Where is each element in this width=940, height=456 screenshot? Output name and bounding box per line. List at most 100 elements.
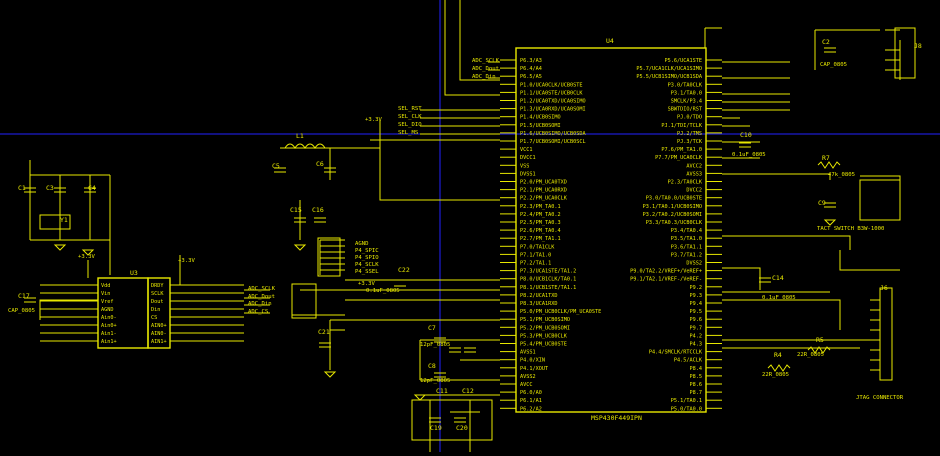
adc-right-pin-label: AIN1+	[151, 339, 167, 345]
wire-path	[860, 175, 901, 220]
wire-path	[722, 299, 841, 330]
conn-agnd: AGND	[355, 241, 369, 247]
mcu-right-pin-label: PJ.2/TMS	[677, 131, 702, 137]
cap-c1-ref: C1	[18, 184, 26, 192]
mcu-u4[interactable]: U4 MSP430F449IPN P6.3/A3P6.4/A4P6.5/A5P1…	[500, 37, 722, 422]
cap-c2-value: CAP_0805	[820, 62, 847, 68]
mcu-right-pin-label: P2.3/TA0CLK	[668, 180, 703, 186]
mcu-left-pin-label: P7.1/TA1.0	[520, 252, 551, 258]
mcu-left-pin-label: P6.0/A0	[520, 390, 542, 396]
capacitor-symbol[interactable]	[294, 217, 306, 223]
adc-left-pin-label: Vdd	[101, 283, 110, 289]
cap-c21-ref: C21	[318, 328, 330, 336]
capacitor-symbol[interactable]	[449, 347, 461, 353]
mcu-left-pin-label: P8.2/UCA1TXD	[520, 293, 557, 299]
connector-jtag[interactable]	[879, 287, 893, 381]
vcc-label-2: +3.3V	[178, 258, 195, 264]
mcu-right-pin-label: P8.4	[690, 366, 703, 372]
mcu-right-pin-label: P9.5	[690, 309, 703, 315]
adc-right-pin-label: DRDY	[151, 283, 164, 289]
capacitor-symbol[interactable]	[454, 417, 466, 423]
capacitor-symbol[interactable]	[824, 202, 836, 208]
capacitor-symbol[interactable]	[824, 47, 836, 53]
wire-path	[39, 299, 98, 320]
mcu-right-pin-label: PJ.0/TDO	[677, 115, 702, 121]
adc-right-body	[147, 277, 171, 349]
capacitor-symbol[interactable]	[429, 417, 441, 423]
cap-c15-ref: C15	[290, 206, 302, 214]
mcu-right-pin-label: P3.0/TA0.0/UCB0STE	[646, 196, 702, 202]
mcu-right-pin-label: PJ.1/TDI/TCLK	[661, 123, 702, 129]
cap-c17-ref: C17	[18, 292, 30, 300]
connector-left[interactable]	[317, 237, 341, 277]
adc-ref: U3	[130, 269, 138, 277]
cap-c16-ref: C16	[312, 206, 324, 214]
adc-left-pin-label: Vref	[101, 299, 114, 305]
wire-path	[379, 120, 500, 201]
r5-value: 22R_0805	[797, 352, 824, 358]
cap-c14-value: 0.1uF_0805	[762, 295, 796, 301]
tact-switch[interactable]	[859, 179, 901, 221]
conn-p4-ssel: P4_SSEL	[355, 269, 379, 275]
wire-path	[722, 235, 851, 250]
capacitor-symbol[interactable]	[54, 187, 66, 193]
mcu-right-pin-label: P9.2	[690, 285, 703, 291]
resistor-symbol[interactable]	[817, 161, 841, 169]
mcu-left-pin-label: P7.3/UCA1STE/TA1.2	[520, 269, 576, 275]
mcu-right-pin-label: SBWTDIO/RST	[668, 107, 702, 113]
cap-c7-ref: C7	[428, 324, 436, 332]
ground-symbol	[323, 371, 337, 378]
resistor-symbol[interactable]	[767, 364, 791, 372]
l1-ref: L1	[296, 132, 304, 140]
capacitor-symbol[interactable]	[274, 167, 286, 173]
r7-value: 47k_0805	[828, 172, 855, 178]
cap-c22-value: 0.1uF_0805	[366, 288, 400, 294]
cap-c8-value: 12pF_0805	[420, 378, 450, 384]
mcu-right-pin-label: P8.7	[690, 390, 703, 396]
adc-right-pin-label: AIN0+	[151, 323, 167, 329]
connector-power[interactable]	[291, 283, 317, 319]
inductor-l1[interactable]	[284, 143, 326, 149]
capacitor-symbol[interactable]	[324, 167, 336, 173]
capacitor-symbol[interactable]	[434, 337, 446, 343]
cap-c7-value: 12pF_0805	[420, 342, 450, 348]
mcu-left-pin-label: DVSS1	[520, 171, 536, 177]
capacitor-symbol[interactable]	[314, 217, 326, 223]
mcu-left-pins: P6.3/A3P6.4/A4P6.5/A5P1.0/UCA0CLK/UCB0ST…	[500, 58, 601, 412]
capacitor-symbol[interactable]	[739, 142, 751, 148]
power-block[interactable]	[411, 399, 493, 441]
mcu-left-pin-label: AVCC	[520, 382, 533, 388]
connector-j8[interactable]	[894, 27, 916, 79]
mcu-left-pin-label: AVSS2	[520, 374, 536, 380]
adc-net-sclk: ADC_SCLK	[248, 286, 276, 292]
capacitor-symbol[interactable]	[24, 187, 36, 193]
resistor-symbol[interactable]	[807, 346, 831, 354]
mcu-left-pin-label: P2.6/PM_TA0.4	[520, 228, 561, 234]
wire-path	[839, 250, 900, 271]
capacitor-symbol[interactable]	[24, 297, 36, 303]
capacitor-symbol[interactable]	[84, 187, 96, 193]
mcu-right-pin-label: P5.1/TA0.1	[671, 398, 702, 404]
mcu-right-pin-label: PJ.3/TCK	[677, 139, 703, 145]
mcu-right-pin-label: P3.6/TA1.1	[671, 244, 702, 250]
mcu-left-pin-label: P6.2/A2	[520, 406, 542, 412]
adc-left-pin-label: Ain0-	[101, 315, 117, 321]
wire-path	[722, 267, 761, 290]
capacitor-symbol[interactable]	[464, 347, 476, 353]
capacitor-symbol[interactable]	[394, 285, 406, 291]
capacitor-symbol[interactable]	[319, 342, 331, 348]
cap-c9-ref: C9	[818, 199, 826, 207]
mcu-right-pin-label: P3.4/TA0.4	[671, 228, 702, 234]
mcu-right-pin-label: DVSS2	[686, 261, 702, 267]
mcu-right-pin-label: P5.5/UCB1SIMO/UCB1SDA	[636, 74, 702, 80]
mcu-left-pin-label: P1.3/UCA0RXD/UCA0SOMI	[520, 107, 586, 113]
switch-label: TACT SWITCH B3W-1000	[817, 226, 884, 232]
capacitor-symbol[interactable]	[434, 372, 446, 378]
cap-c19-ref: C19	[430, 424, 442, 432]
capacitor-symbol[interactable]	[759, 277, 771, 283]
mcu-left-pin-label: P6.4/A4	[520, 66, 542, 72]
mcu-left-pin-label: P5.1/PM_UCB0SIMO	[520, 317, 570, 323]
mcu-ref: U4	[606, 37, 614, 45]
crystal-y1[interactable]	[39, 214, 71, 230]
